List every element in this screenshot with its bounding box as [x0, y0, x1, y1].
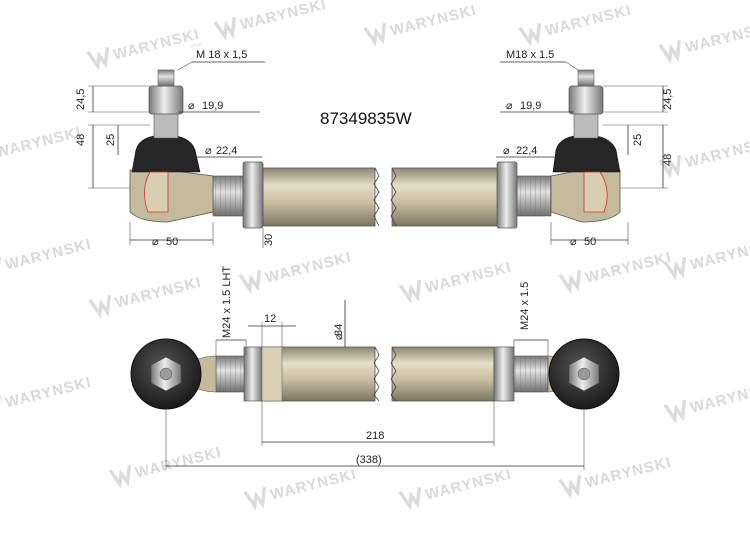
tube-length: 218 — [366, 430, 384, 442]
tube-left-section — [262, 167, 376, 227]
watermark-brand: WARYNSKI — [584, 454, 674, 492]
svg-text:⌀: ⌀ — [570, 236, 577, 248]
break-line — [390, 167, 397, 227]
watermark-brand: WARYNSKI — [114, 274, 204, 312]
part-number: 87349835W — [320, 109, 412, 128]
svg-text:⌀: ⌀ — [188, 100, 195, 112]
watermark-brand: WARYNSKI — [389, 2, 479, 40]
watermark-brand: WARYNSKI — [424, 259, 514, 297]
hex-nut-left — [242, 161, 264, 229]
watermark-brand: WARYNSKI — [689, 379, 750, 417]
section-cut-right — [583, 171, 608, 213]
svg-text:⌀: ⌀ — [152, 236, 159, 248]
height-total-left: 24,5 — [75, 89, 87, 110]
height-full-left: 48 — [75, 134, 87, 146]
tie-rod-end-left — [130, 338, 217, 410]
height-full-right: 48 — [662, 154, 674, 166]
lock-nut-bottom-left — [243, 346, 263, 402]
height-total-right: 24,5 — [662, 89, 674, 110]
watermark: WARYNSKI — [243, 466, 359, 511]
height-mid-right: 25 — [632, 134, 644, 146]
break-line — [373, 167, 380, 227]
watermark-brand: WARYNSKI — [424, 466, 514, 504]
watermark-brand: WARYNSKI — [689, 236, 750, 274]
nut-width: 12 — [264, 313, 276, 325]
watermark-brand: WARYNSKI — [134, 444, 224, 482]
stud-thread-left — [157, 69, 175, 87]
watermark-brand: WARYNSKI — [684, 19, 750, 57]
watermark-brand: WARYNSKI — [4, 374, 94, 412]
watermark: WARYNSKI — [558, 249, 674, 294]
castle-nut-right — [568, 85, 604, 115]
watermark: WARYNSKI — [663, 379, 750, 424]
ball-joint-left — [129, 69, 214, 223]
watermark-brand: WARYNSKI — [239, 0, 329, 34]
tie-rod-end-right — [547, 338, 620, 410]
svg-text:⌀: ⌀ — [205, 145, 212, 157]
watermark: WARYNSKI — [108, 444, 224, 489]
dia-head-left: 50 — [166, 236, 178, 248]
watermark: WARYNSKI — [0, 124, 83, 162]
watermark: WARYNSKI — [238, 249, 354, 294]
castle-nut-left — [148, 85, 184, 115]
thread-label-left: M 18 x 1,5 — [196, 49, 247, 61]
watermark-sub: Origin — [189, 41, 204, 50]
watermark-brand: WARYNSKI — [544, 2, 634, 40]
svg-text:⌀: ⌀ — [333, 333, 345, 340]
svg-text:⌀: ⌀ — [503, 145, 510, 157]
lock-nut-bottom-right — [493, 346, 515, 402]
dia-boot-right: 22,4 — [516, 145, 537, 157]
dia-stud-right: 19,9 — [520, 100, 541, 112]
watermark: WARYNSKI — [663, 236, 750, 281]
watermark: WARYNSKI — [363, 2, 479, 47]
dia-head-right: 50 — [584, 236, 596, 248]
total-length: (338) — [356, 454, 382, 466]
watermark-brand: WARYNSKI — [269, 466, 359, 504]
thread-label-bottom-right: M24 x 1.5 — [519, 282, 531, 330]
section-cut-left — [144, 171, 169, 213]
watermark: WARYNSKI — [658, 19, 750, 64]
stud-left — [153, 111, 179, 139]
watermark-brand: WARYNSKI — [264, 249, 354, 287]
watermark-brand: WARYNSKI — [0, 124, 83, 162]
tube-diameter: 34 — [333, 324, 345, 336]
stud-thread-right — [577, 69, 595, 87]
stud-right — [573, 111, 599, 139]
rubber-boot-right — [552, 134, 621, 173]
hex-nut-right — [496, 161, 518, 229]
watermark-brand: WARYNSKI — [112, 26, 202, 64]
watermark: WARYNSKI — [398, 259, 514, 304]
tube-end-left — [261, 346, 283, 402]
svg-text:⌀: ⌀ — [506, 100, 513, 112]
ball-joint-right — [550, 69, 621, 223]
watermark: WARYNSKI — [88, 274, 204, 319]
tube-bottom-right — [391, 346, 495, 402]
bottom-view: M24 x 1.5 LHT M24 x 1.5 12 34 ⌀ 218 (338… — [130, 266, 620, 470]
watermark: WARYNSKI — [518, 2, 634, 47]
height-mid-left: 25 — [105, 134, 117, 146]
rubber-boot-left — [131, 134, 201, 173]
watermark: WARYNSKI — [558, 454, 674, 499]
hex-size: 30 — [263, 234, 275, 246]
watermark: WARYNSKI — [0, 236, 94, 281]
watermark-brand: WARYNSKI — [684, 134, 750, 172]
tube-right-section — [391, 167, 501, 227]
dia-boot-left: 22,4 — [216, 145, 237, 157]
watermark: WARYNSKI — [398, 466, 514, 511]
watermark-brand: WARYNSKI — [4, 236, 94, 274]
watermark: WARYNSKI — [0, 374, 94, 419]
top-view: M 18 x 1,5 24,5 48 25 19,9 ⌀ 22,4 ⌀ 50 ⌀… — [75, 49, 674, 248]
thread-label-bottom-left: M24 x 1.5 LHT — [221, 266, 233, 338]
watermark: WARYNSKI Origin — [86, 26, 204, 71]
dia-stud-left: 19,9 — [202, 100, 223, 112]
watermark: WARYNSKI — [213, 0, 329, 41]
thread-label-right: M18 x 1.5 — [506, 49, 554, 61]
watermark-brand: WARYNSKI — [584, 249, 674, 287]
